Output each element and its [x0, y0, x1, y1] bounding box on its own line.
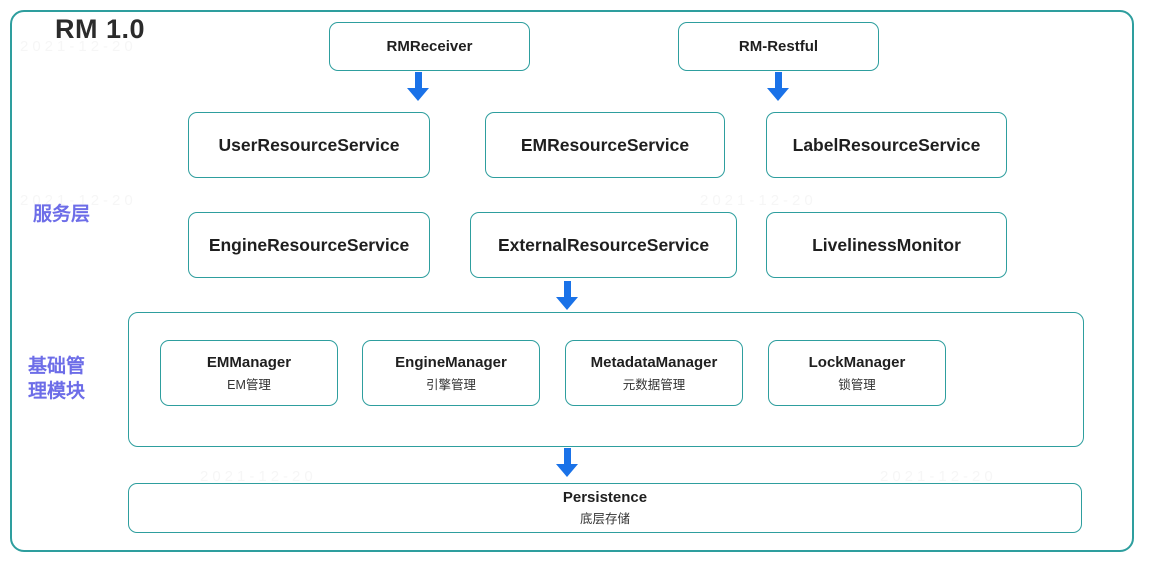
- em-resource-service-label: EMResourceService: [520, 134, 690, 155]
- engine-resource-service-node: EngineResourceService: [188, 212, 430, 278]
- rm-restful-label: RM-Restful: [738, 38, 819, 55]
- liveliness-monitor-node: LivelinessMonitor: [766, 212, 1007, 278]
- diagram-title: RM 1.0: [55, 14, 146, 44]
- rm-restful-node: RM-Restful: [678, 22, 879, 71]
- engine-manager-node: EngineManager 引擎管理: [362, 340, 540, 406]
- engine-resource-service-label: EngineResourceService: [208, 234, 410, 255]
- external-resource-service-label: ExternalResourceService: [497, 234, 710, 255]
- lock-manager-name: LockManager: [808, 353, 906, 371]
- liveliness-monitor-label: LivelinessMonitor: [812, 234, 961, 255]
- management-module-label: 基础管 理模块: [28, 354, 85, 404]
- flow-arrow-icon: [407, 72, 429, 101]
- management-module-label-line2: 理模块: [28, 381, 86, 402]
- rmreceiver-label: RMReceiver: [386, 38, 473, 55]
- engine-manager-name: EngineManager: [395, 353, 507, 371]
- persistence-name: Persistence: [562, 489, 648, 506]
- em-manager-name: EMManager: [206, 353, 292, 371]
- em-resource-service-node: EMResourceService: [485, 112, 725, 178]
- engine-manager-desc: 引擎管理: [425, 377, 476, 392]
- rmreceiver-node: RMReceiver: [329, 22, 530, 71]
- flow-arrow-icon: [556, 281, 578, 310]
- metadata-manager-name: MetadataManager: [590, 353, 718, 371]
- diagram-outer-frame: [10, 10, 1134, 552]
- external-resource-service-node: ExternalResourceService: [470, 212, 737, 278]
- em-manager-node: EMManager EM管理: [160, 340, 338, 406]
- service-layer-label: 服务层: [33, 204, 91, 225]
- user-resource-service-label: UserResourceService: [218, 134, 400, 155]
- label-resource-service-label: LabelResourceService: [792, 134, 981, 155]
- user-resource-service-node: UserResourceService: [188, 112, 430, 178]
- flow-arrow-icon: [767, 72, 789, 101]
- metadata-manager-node: MetadataManager 元数据管理: [565, 340, 743, 406]
- persistence-desc: 底层存储: [579, 512, 630, 526]
- lock-manager-desc: 锁管理: [838, 377, 876, 392]
- lock-manager-node: LockManager 锁管理: [768, 340, 946, 406]
- metadata-manager-desc: 元数据管理: [622, 377, 686, 392]
- label-resource-service-node: LabelResourceService: [766, 112, 1007, 178]
- flow-arrow-icon: [556, 448, 578, 477]
- persistence-node: Persistence 底层存储: [128, 483, 1082, 533]
- management-module-label-line1: 基础管: [28, 356, 86, 377]
- em-manager-desc: EM管理: [227, 377, 271, 392]
